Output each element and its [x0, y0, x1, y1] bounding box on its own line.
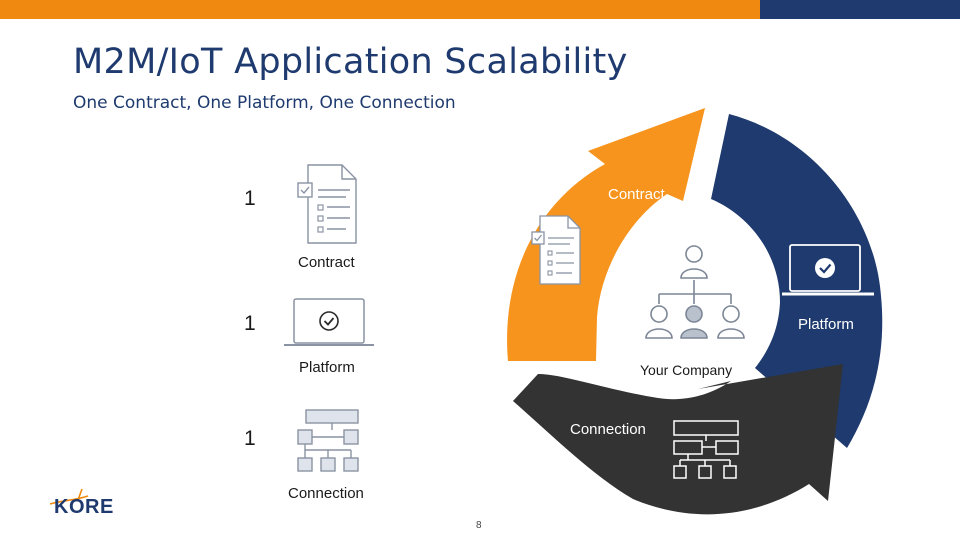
- kore-logo: KORE: [48, 486, 120, 522]
- top-accent-bar-orange: [0, 0, 760, 19]
- connection-count: 1: [244, 427, 256, 450]
- contract-count: 1: [244, 187, 256, 210]
- cycle-platform-label: Platform: [798, 316, 854, 333]
- contract-label: Contract: [298, 254, 355, 271]
- connection-segment: [513, 364, 843, 515]
- document-checklist-icon: [297, 164, 357, 244]
- contract-segment: [507, 108, 705, 361]
- network-hierarchy-icon: [297, 409, 359, 472]
- platform-count: 1: [244, 312, 256, 335]
- platform-label: Platform: [299, 359, 355, 376]
- org-chart-people-icon: [645, 245, 745, 339]
- top-accent-bar-blue: [760, 0, 960, 19]
- logo-swoosh-icon: [49, 488, 89, 505]
- page-number: 8: [476, 520, 482, 531]
- cycle-contract-label: Contract: [608, 186, 666, 203]
- platform-segment-icon: [782, 244, 874, 296]
- cycle-diagram: Contract Platform Connection Your Compan…: [507, 108, 883, 515]
- logo-text: KORE: [54, 496, 114, 518]
- slide-subtitle: One Contract, One Platform, One Connecti…: [73, 93, 456, 113]
- laptop-check-icon: [284, 298, 374, 346]
- slide-title: M2M/IoT Application Scalability: [73, 42, 628, 82]
- connection-segment-icon: [673, 420, 739, 479]
- cycle-center-label: Your Company: [640, 362, 732, 378]
- cycle-connection-label: Connection: [570, 421, 646, 438]
- connection-label: Connection: [288, 485, 364, 502]
- contract-segment-icon: [531, 215, 581, 285]
